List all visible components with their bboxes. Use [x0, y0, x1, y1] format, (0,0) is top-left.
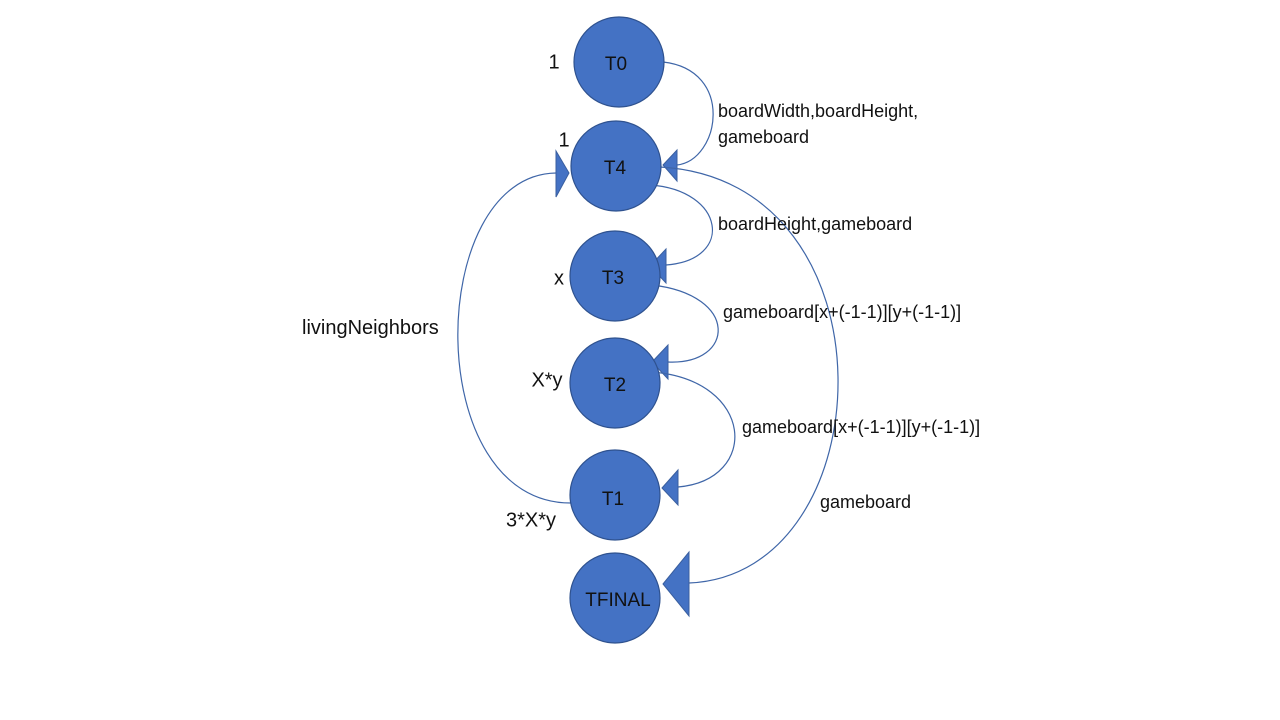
edge-t1-t4-arrowhead [555, 149, 570, 198]
edge-label-t2-t1: gameboard[x+(-1-1)][y+(-1-1)] [742, 417, 980, 437]
node-t0-circle [573, 16, 665, 108]
node-t3-circle [569, 230, 661, 322]
node-t0-label: T0 [605, 54, 627, 75]
node-t3: T3 [569, 230, 661, 322]
edge-label-t0-t4-line-2: gameboard [718, 127, 809, 147]
node-tfinal-circle [569, 552, 661, 644]
weight-t2: X*y [531, 369, 562, 391]
node-tfinal: TFINAL [569, 552, 661, 644]
edge-label-t0-t4-line-1: boardWidth,boardHeight, [718, 101, 918, 121]
edge-t1-t4 [457, 172, 573, 504]
edge-label-t3-t2: gameboard[x+(-1-1)][y+(-1-1)] [723, 302, 961, 322]
edge-t4-t3 [649, 184, 714, 266]
edge-t0-t4 [662, 61, 714, 166]
node-t1-label: T1 [602, 489, 624, 510]
node-t4: T4 [570, 120, 662, 212]
node-t3-label: T3 [602, 268, 624, 289]
edge-label-t4-t3: boardHeight,gameboard [718, 214, 912, 234]
edge-t4-tfinal [659, 166, 839, 584]
weight-t1: 3*X*y [506, 509, 556, 531]
edge-t3-t2 [651, 284, 719, 363]
edge-t2-t1 [651, 371, 736, 488]
node-t0: T0 [573, 16, 665, 108]
edge-t3-t2-arrowhead [651, 343, 669, 381]
node-t4-circle [570, 120, 662, 212]
weight-t3: x [554, 267, 564, 289]
node-t2-label: T2 [604, 375, 626, 396]
node-t2: T2 [569, 337, 661, 429]
weight-t4: 1 [558, 129, 569, 151]
weight-t0: 1 [548, 51, 559, 73]
edge-label-t4-tfinal: gameboard [820, 492, 911, 512]
edge-t2-t1-arrowhead [661, 468, 679, 507]
edge-label-t1-t4: livingNeighbors [302, 317, 439, 339]
node-t4-label: T4 [604, 158, 627, 179]
node-tfinal-label: TFINAL [585, 590, 650, 611]
node-t1-circle [569, 449, 661, 541]
node-t2-circle [569, 337, 661, 429]
edge-t4-tfinal-arrowhead [662, 550, 690, 618]
edge-t0-t4-arrowhead [662, 148, 678, 183]
node-t1: T1 [569, 449, 661, 541]
